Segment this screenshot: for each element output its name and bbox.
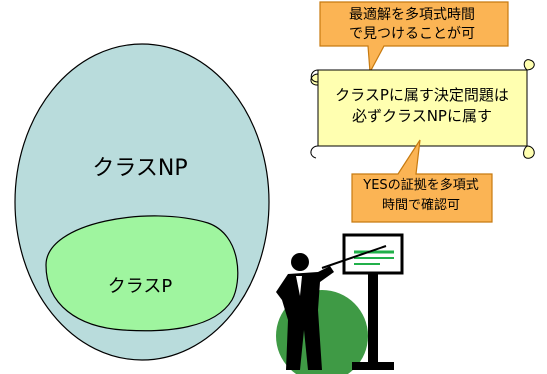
class-np-label: クラスNP xyxy=(92,156,188,181)
bottom-callout-line-2: 時間で確認可 xyxy=(381,198,460,213)
class-p-region xyxy=(45,215,239,332)
bottom-callout-text: YESの証拠を多項式 時間で確認可 xyxy=(354,176,488,216)
top-callout-line-2: で見つけることが可 xyxy=(349,26,475,42)
bottom-callout-shape xyxy=(351,139,493,223)
bottom-callout-line-1: YESの証拠を多項式 xyxy=(363,178,479,193)
scroll-note-line-1: クラスPに属す決定問題は xyxy=(335,86,509,104)
top-callout-shape xyxy=(319,1,509,75)
presenter-silhouette-icon xyxy=(276,233,404,374)
class-p-label: クラスP xyxy=(107,276,173,297)
scroll-note-shape xyxy=(310,59,535,159)
scroll-note-line-2: 必ずクラスNPに属す xyxy=(352,107,492,125)
top-callout-text: 最適解を多項式時間 で見つけることが可 xyxy=(322,6,502,44)
scroll-note-text: クラスPに属す決定問題は 必ずクラスNPに属す xyxy=(318,85,526,127)
top-callout-line-1: 最適解を多項式時間 xyxy=(349,7,475,23)
